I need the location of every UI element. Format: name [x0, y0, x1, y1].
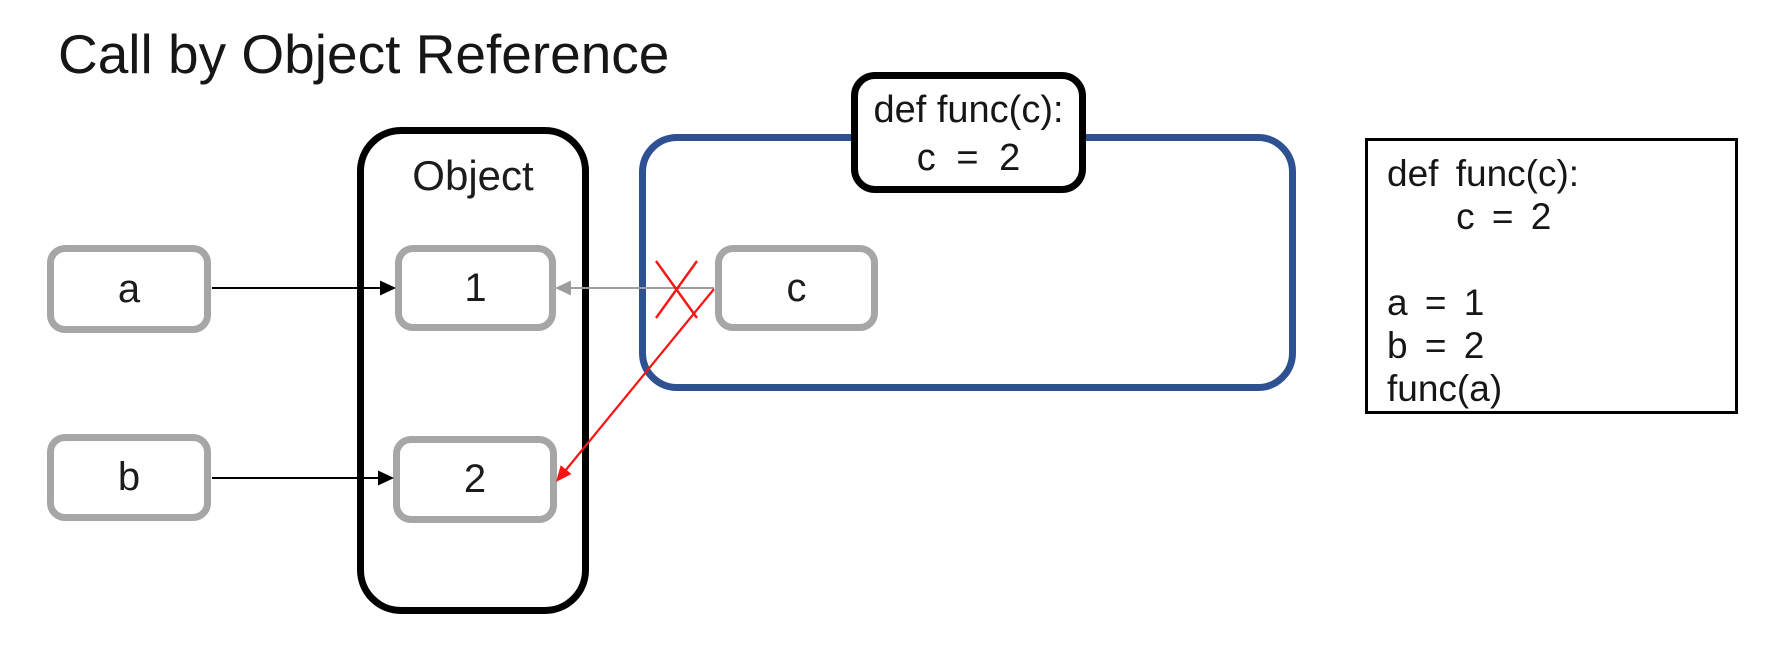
object-container	[357, 127, 589, 614]
object-box-1: 1	[395, 245, 556, 331]
code-line: def func(c):	[1387, 153, 1580, 194]
variable-box-a-label: a	[117, 266, 141, 311]
code-line: c = 2	[1387, 196, 1552, 237]
code-line	[1387, 238, 1735, 281]
code-line: b = 2	[1387, 325, 1485, 366]
parameter-box-c: c	[715, 245, 878, 331]
def-func-line2: c = 2	[916, 137, 1021, 179]
variable-box-a: a	[47, 245, 211, 333]
object-container-label: Object	[412, 152, 534, 199]
object-box-2-label: 2	[463, 457, 487, 501]
code-line: a = 1	[1387, 282, 1485, 323]
object-box-2: 2	[393, 436, 557, 523]
def-func-box: def func(c): c = 2	[851, 72, 1086, 193]
def-func-line1: def func(c):	[873, 89, 1064, 131]
code-listing-box: def func(c): c = 2 a = 1 b = 2 func(a)	[1365, 138, 1738, 414]
parameter-box-c-label: c	[786, 265, 807, 310]
code-line: func(a)	[1387, 368, 1503, 409]
variable-box-b-label: b	[117, 455, 141, 499]
object-box-1-label: 1	[464, 265, 487, 310]
page-title: Call by Object Reference	[58, 23, 670, 85]
variable-box-b: b	[47, 434, 211, 521]
